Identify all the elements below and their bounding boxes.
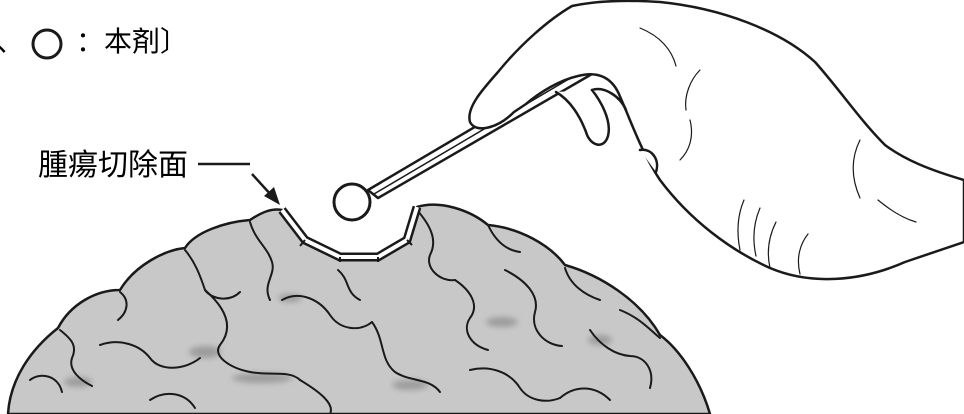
legend-prefix: 、 [0,20,24,60]
legend-label: ：本剤〕 [76,20,188,60]
brain-illustration [8,205,710,414]
arrow-icon [252,174,280,205]
legend-circle-icon [33,30,61,58]
resection-surface-label: 腫瘍切除面 [38,140,188,184]
gloved-hand-icon [469,1,964,279]
agent-circle-icon [334,184,370,220]
